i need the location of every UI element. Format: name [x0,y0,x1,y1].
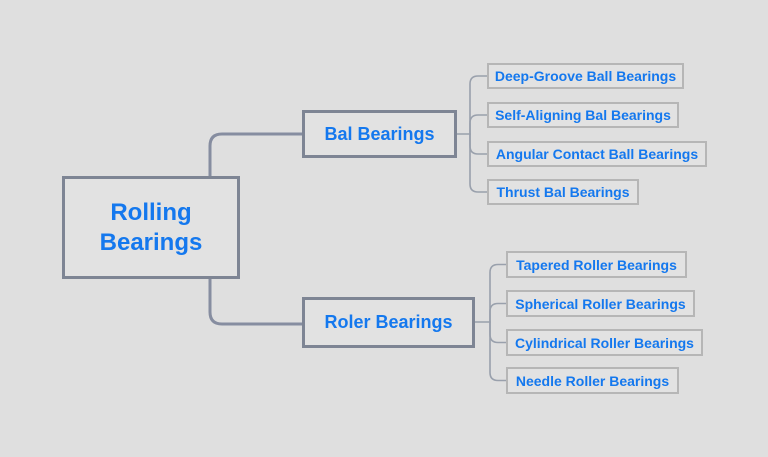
edge-ball-to-angular-contact [469,133,488,155]
node-needle-roller-bearings[interactable]: Needle Roller Bearings [506,367,679,394]
node-rolling-bearings[interactable]: Rolling Bearings [62,176,240,279]
edge-roller-to-cylindrical [489,321,507,344]
node-self-aligning-ball-bearings[interactable]: Self-Aligning Bal Bearings [487,102,679,128]
edge-ball-to-self-aligning [469,114,488,135]
edge-ball-to-deep-groove [469,75,488,135]
edge-root-to-roller-bearings [208,279,302,326]
node-roller-bearings[interactable]: Roler Bearings [302,297,475,348]
edge-root-to-ball-bearings [208,132,302,176]
node-spherical-roller-bearings[interactable]: Spherical Roller Bearings [506,290,695,317]
edge-ball-to-thrust [469,133,488,193]
node-thrust-ball-bearings[interactable]: Thrust Bal Bearings [487,179,639,205]
node-ball-bearings[interactable]: Bal Bearings [302,110,457,158]
edge-roller-to-tapered [489,263,507,323]
edge-roller-to-needle [489,321,507,382]
node-deep-groove-ball-bearings[interactable]: Deep-Groove Ball Bearings [487,63,684,89]
node-tapered-roller-bearings[interactable]: Tapered Roller Bearings [506,251,687,278]
edge-roller-to-spherical [489,302,507,323]
node-cylindrical-roller-bearings[interactable]: Cylindrical Roller Bearings [506,329,703,356]
node-angular-contact-ball-bearings[interactable]: Angular Contact Ball Bearings [487,141,707,167]
